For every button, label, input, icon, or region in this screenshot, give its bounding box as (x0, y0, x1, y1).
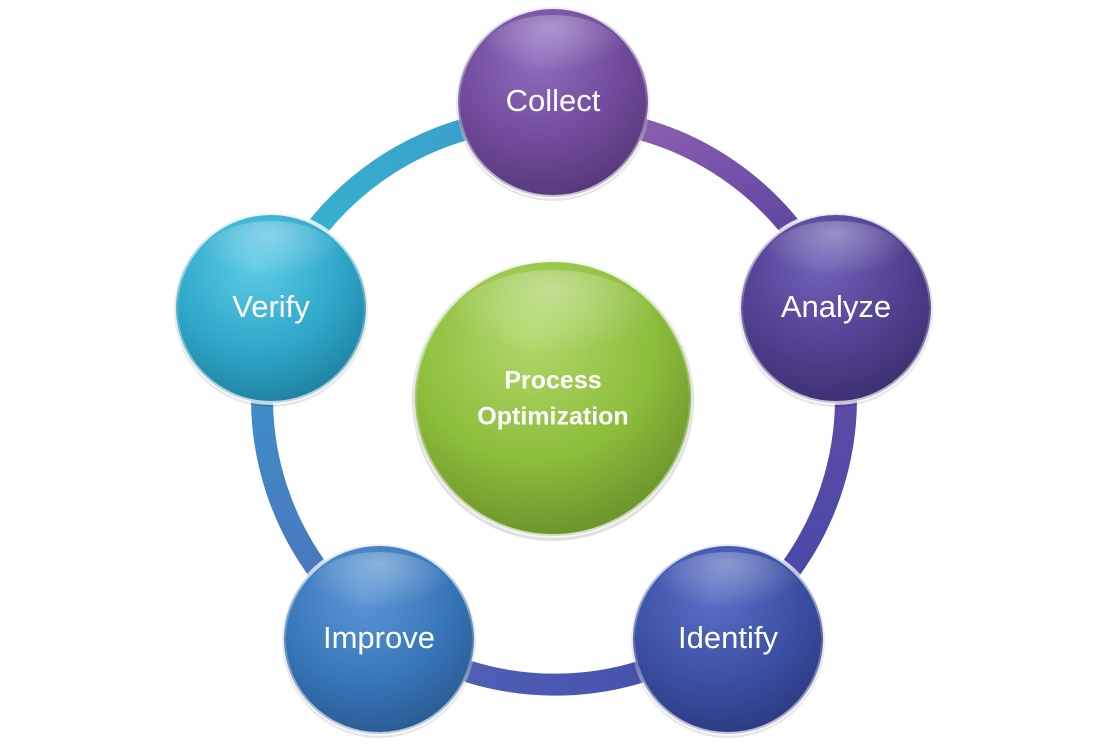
connector-ring (251, 117, 857, 696)
ring-segment-improve-verify (251, 389, 329, 581)
step-node-verify: Verify (174, 211, 368, 407)
step-label-verify: Verify (232, 289, 310, 324)
ring-segment-verify-collect (297, 117, 481, 251)
ring-segment-analyze-identify (779, 389, 857, 581)
ring-segment-collect-analyze (626, 117, 811, 251)
step-label-analyze: Analyze (781, 289, 891, 324)
step-node-analyze: Analyze (739, 211, 933, 407)
center-title-line2: Optimization (477, 403, 628, 431)
center-node: Process Optimization (412, 258, 694, 541)
step-node-collect: Collect (456, 5, 650, 201)
step-node-identify: Identify (631, 542, 825, 738)
center-title-line1: Process (504, 367, 601, 395)
ring-segment-identify-improve (459, 661, 651, 696)
step-node-improve: Improve (282, 542, 476, 738)
step-label-improve: Improve (323, 620, 435, 655)
step-label-identify: Identify (678, 620, 778, 655)
step-label-collect: Collect (506, 83, 601, 118)
